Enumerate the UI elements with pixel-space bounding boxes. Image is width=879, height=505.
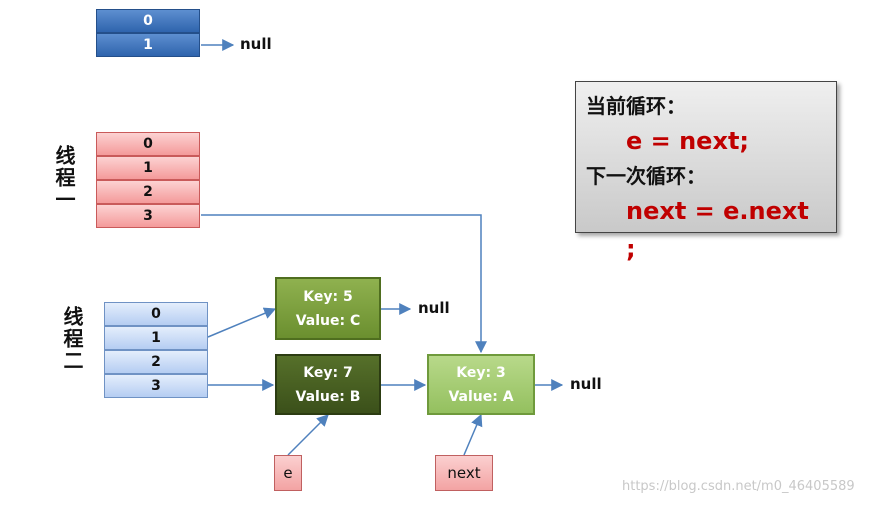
node-key7: Key: 7 Value: B (275, 354, 381, 415)
null-after-key3: null (570, 375, 602, 393)
top-table-cell-0: 0 (96, 9, 200, 33)
thread-two-label: 线程二 (60, 306, 84, 372)
code-line-e-assign: e = next; (626, 127, 750, 155)
node-key7-value: Value: B (295, 388, 361, 405)
arrow-thread-two-1-to-key5 (207, 307, 277, 338)
node-key3-value: Value: A (448, 388, 514, 405)
pointer-e: e (274, 455, 302, 491)
thread-one-cell-3: 3 (96, 204, 200, 228)
code-box: 当前循环： e = next; 下一次循环： next = e.next ; (575, 81, 837, 263)
node-key5-value: Value: C (295, 312, 361, 329)
node-key5: Key: 5 Value: C (275, 277, 381, 340)
thread-one-label: 线程一 (52, 145, 76, 211)
arrow-thread-one-3-to-key3 (201, 214, 487, 354)
code-line-next-loop: 下一次循环： (586, 164, 706, 188)
node-key3: Key: 3 Value: A (427, 354, 535, 415)
thread-one-cell-2: 2 (96, 180, 200, 204)
node-key5-key: Key: 5 (303, 288, 353, 305)
thread-one-cell-1: 1 (96, 156, 200, 180)
top-table-cell-1: 1 (96, 33, 200, 57)
thread-two-cell-2: 2 (104, 350, 208, 374)
pointer-next: next (435, 455, 493, 491)
code-line-current-loop: 当前循环： (586, 94, 686, 118)
thread-two-cell-3: 3 (104, 374, 208, 398)
arrow-next-to-key3 (463, 413, 483, 456)
node-key7-key: Key: 7 (303, 364, 353, 381)
arrow-e-to-key7 (287, 414, 329, 456)
thread-two-cell-0: 0 (104, 302, 208, 326)
null-after-key5: null (418, 299, 450, 317)
watermark-text: https://blog.csdn.net/m0_46405589 (622, 479, 855, 494)
top-null-label: null (240, 35, 272, 53)
node-key3-key: Key: 3 (456, 364, 506, 381)
code-line-next-assign: next = e.next ; (626, 197, 809, 263)
thread-one-cell-0: 0 (96, 132, 200, 156)
thread-two-cell-1: 1 (104, 326, 208, 350)
